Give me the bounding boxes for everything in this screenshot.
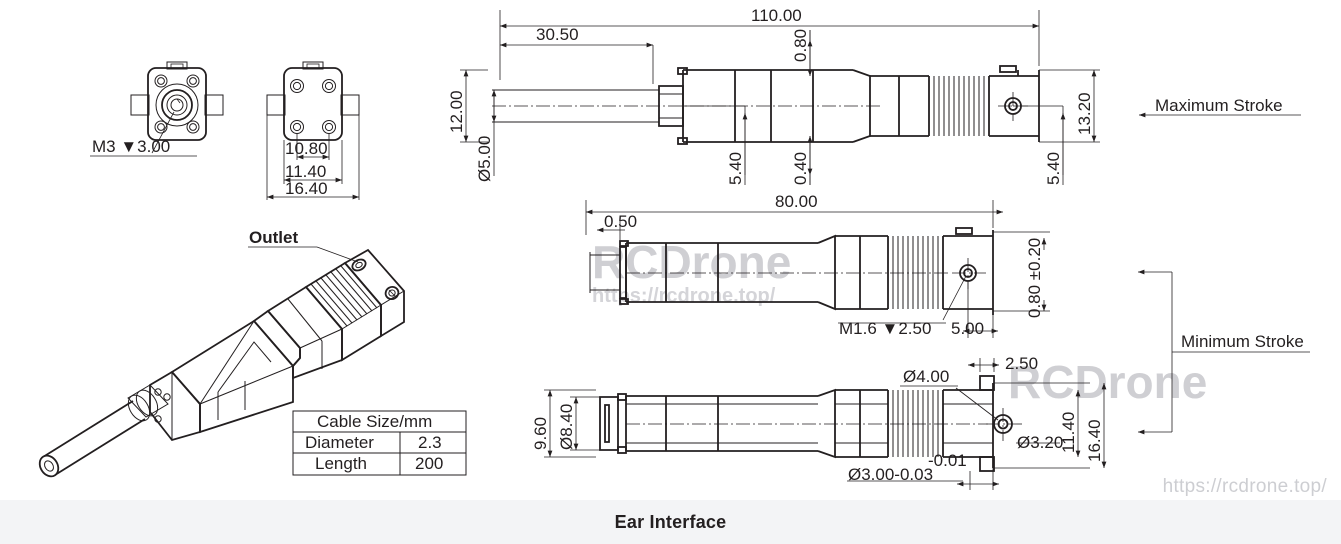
min-stroke-label: Minimum Stroke [1181,332,1304,351]
view-side-end: 10.80 11.40 16.40 [266,61,360,200]
watermark-lower: RCDrone [1008,356,1207,408]
dim-80-00: 80.00 [775,192,818,211]
dim-0-40: 0.40 [791,152,810,185]
dim-2-50: 2.50 [1005,354,1038,373]
dim-5-40-left: 5.40 [726,152,745,185]
dim-d3-20: Ø3.20 [1017,433,1063,452]
dim-16-40: 16.40 [285,179,328,198]
dim-30-50: 30.50 [536,25,579,44]
tol-upper: -0.01 [928,451,967,470]
dim-9-60: 9.60 [531,417,550,450]
cable-table-row-1-value: 200 [415,454,443,473]
dim-10-80: 10.80 [285,139,328,158]
max-stroke-label: Maximum Stroke [1155,96,1283,115]
cable-table-row-0-label: Diameter [305,433,374,452]
dim-d3-00: Ø3.00-0.03 [848,465,933,484]
m3-thread-note: M3 ▼3.00 [92,137,170,156]
cable-table-row-1-label: Length [315,454,367,473]
dim-d5-00: Ø5.00 [475,136,494,182]
dim-13-20: 13.20 [1075,92,1094,135]
dim-16-40-ear: 16.40 [1085,419,1104,462]
cable-table-row-0-value: 2.3 [418,433,442,452]
dim-0-80-tol: 0.80 ±0.20 [1025,238,1044,318]
footer-bar: Ear Interface [0,500,1341,544]
dim-d4-00: Ø4.00 [903,367,949,386]
dim-0-80: 0.80 [791,29,810,62]
dim-110-00: 110.00 [751,6,802,25]
footer-title: Ear Interface [614,511,727,532]
m1-6-thread-note: M1.6 ▼2.50 [839,319,931,338]
view-max-stroke: 110.00 30.50 12.00 Ø5.00 0.80 0.40 [447,6,1301,185]
view-bottom-plan: 9.60 Ø8.40 Ø4.00 2.50 Ø3.20 11.40 [531,354,1107,490]
cable-size-table: Cable Size/mm Diameter 2.3 Length 200 [292,410,467,476]
watermark-text-2: RCDrone [1008,356,1207,408]
dim-11-40: 11.40 [285,162,326,181]
dim-5-40-right: 5.40 [1044,152,1063,185]
dim-0-50: 0.50 [604,212,637,231]
dim-12-00: 12.00 [447,90,466,133]
outlet-label: Outlet [249,228,298,247]
view-min-stroke: 80.00 0.50 M1.6 ▼2.50 5.00 0.80 ±0.20 [585,192,1310,435]
dim-d8-40: Ø8.40 [557,404,576,450]
view-isometric: Outlet [38,228,405,478]
cable-table-title: Cable Size/mm [317,412,432,431]
view-front-end-face: M3 ▼3.00 [90,61,224,157]
dim-5-00: 5.00 [951,319,984,338]
dim-11-40-ear: 11.40 [1059,412,1078,453]
footer-url: https://rcdrone.top/ [1162,476,1327,497]
